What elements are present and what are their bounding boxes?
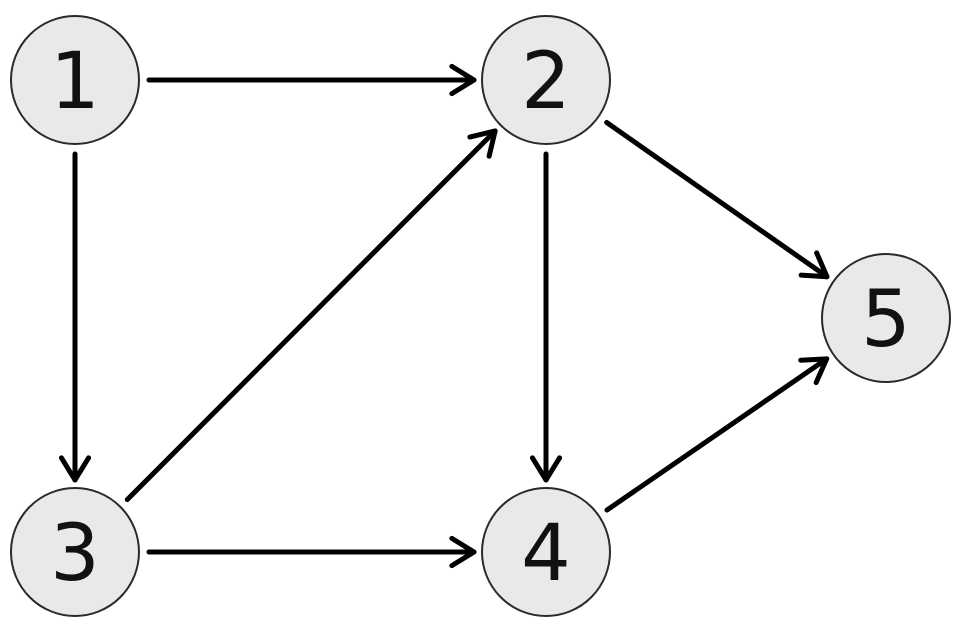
- node-circle: [481, 487, 611, 617]
- edge-2-to-5: [604, 119, 830, 280]
- edges-layer: [58, 63, 830, 569]
- node-3: 3: [10, 487, 140, 617]
- nodes-layer: 1 2 3 4 5: [10, 15, 951, 617]
- arrowhead: [467, 128, 498, 159]
- edge-3-to-4: [146, 535, 477, 569]
- node-4: 4: [481, 487, 611, 617]
- edge-line: [124, 128, 498, 503]
- edge-line: [604, 119, 830, 280]
- edge-1-to-3: [58, 151, 92, 483]
- edge-4-to-5: [604, 356, 830, 513]
- arrowhead: [798, 250, 830, 280]
- node-circle: [10, 487, 140, 617]
- edge-1-to-2: [146, 63, 477, 97]
- arrowhead: [449, 535, 477, 569]
- node-circle: [821, 253, 951, 383]
- node-label: 2: [521, 37, 571, 127]
- node-circle: [10, 15, 140, 145]
- node-label: 1: [50, 37, 100, 127]
- arrowhead: [798, 356, 830, 386]
- node-circle: [481, 15, 611, 145]
- edge-line: [604, 356, 830, 513]
- node-label: 4: [521, 509, 571, 599]
- node-5: 5: [821, 253, 951, 383]
- edge-3-to-2: [124, 128, 498, 503]
- node-label: 5: [861, 275, 911, 365]
- node-1: 1: [10, 15, 140, 145]
- node-2: 2: [481, 15, 611, 145]
- edge-2-to-4: [529, 151, 563, 483]
- arrowhead: [58, 455, 92, 483]
- arrowhead: [529, 455, 563, 483]
- arrowhead: [449, 63, 477, 97]
- node-label: 3: [50, 509, 100, 599]
